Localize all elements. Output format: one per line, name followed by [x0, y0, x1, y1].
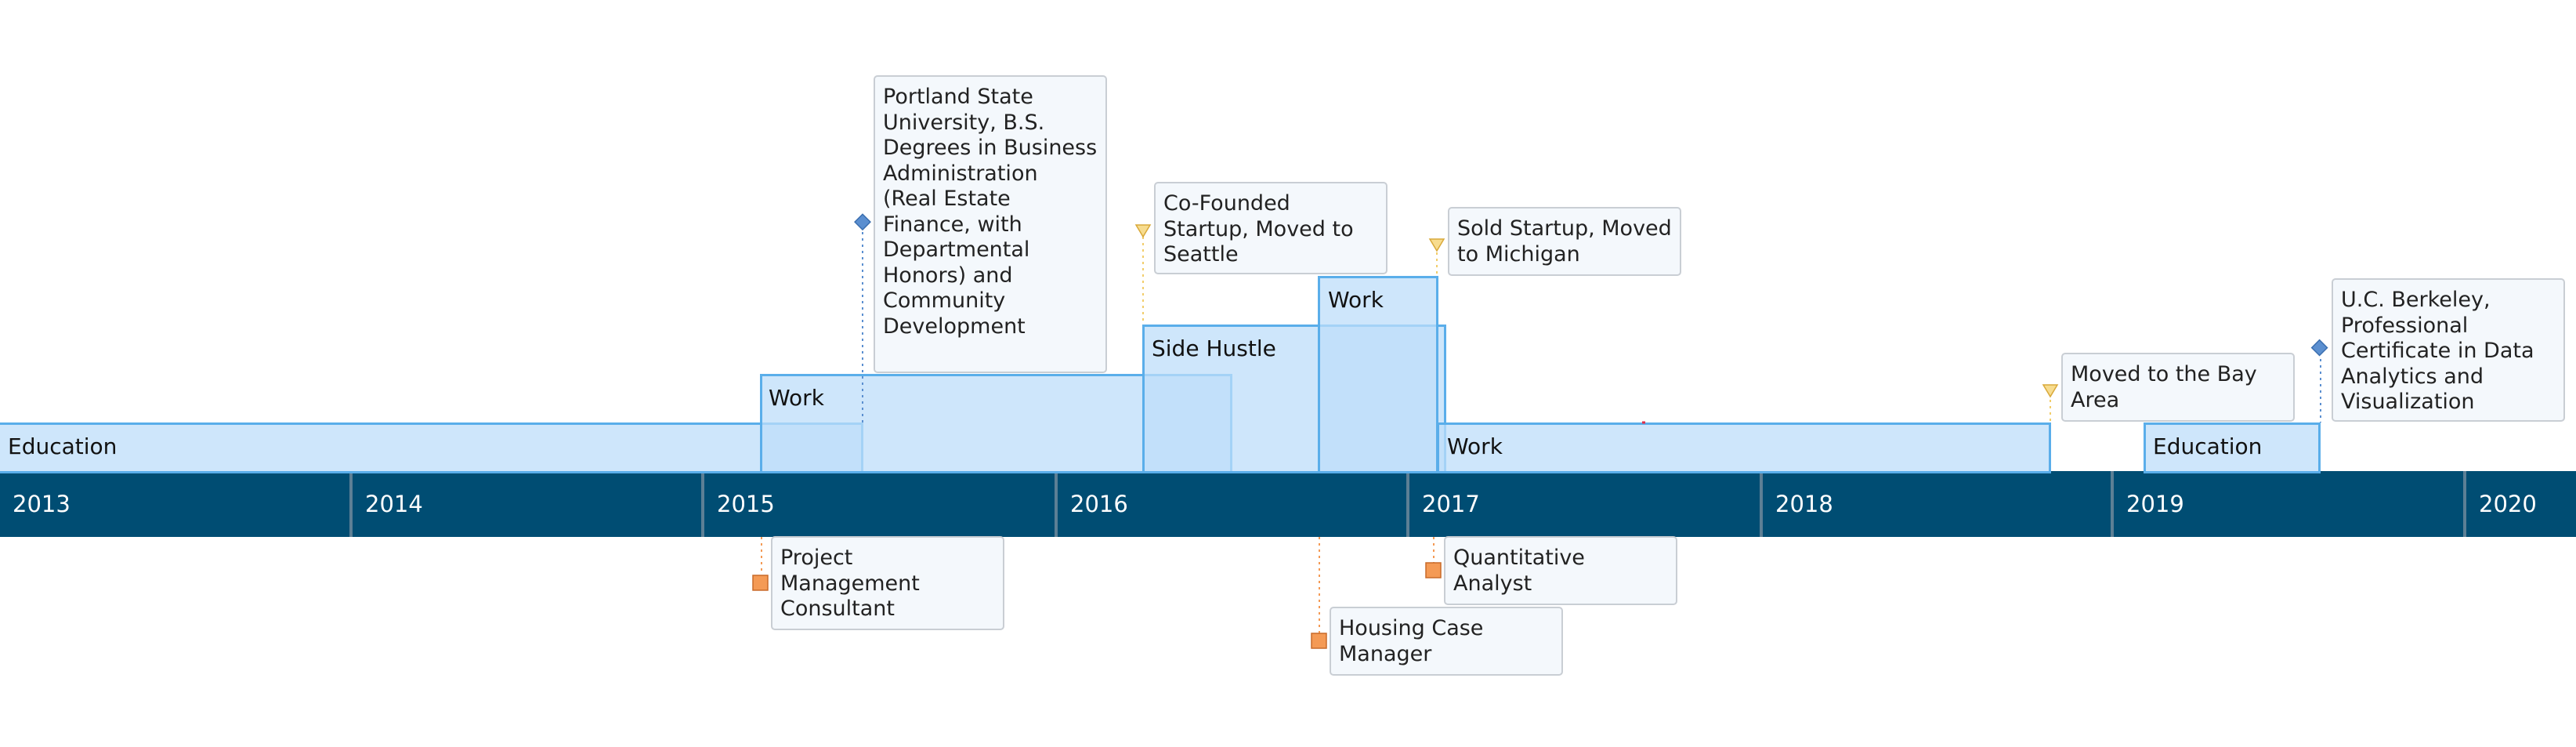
diamond-icon [2310, 339, 2328, 357]
square-icon [752, 575, 769, 591]
span-label-work-1: Work [769, 385, 824, 411]
milestone-callout-uc-berkeley[interactable]: U.C. Berkeley, Professional Certificate … [2332, 278, 2565, 422]
year-label-2018: 2018 [1775, 491, 1833, 517]
year-label-2014: 2014 [365, 491, 423, 517]
milestone-callout-bay-area[interactable]: Moved to the Bay Area [2061, 353, 2295, 422]
square-icon [1425, 562, 1442, 578]
milestone-callout-sold-startup[interactable]: Sold Startup, Moved to Michigan [1448, 207, 1681, 276]
milestone-callout-cofounded-startup[interactable]: Co-Founded Startup, Moved to Seattle [1154, 182, 1387, 274]
year-label-2019: 2019 [2126, 491, 2184, 517]
year-divider [1760, 471, 1763, 537]
year-label-2017: 2017 [1422, 491, 1480, 517]
span-bar-education-2[interactable] [2144, 422, 2321, 473]
milestone-callout-quantitative-analyst[interactable]: Quantitative Analyst [1444, 536, 1677, 605]
triangle-icon [2042, 384, 2059, 398]
span-label-education-1: Education [8, 433, 118, 459]
milestone-callout-portland-state[interactable]: Portland State University, B.S. Degrees … [874, 75, 1107, 373]
year-divider [2463, 471, 2466, 537]
span-bar-education-1[interactable] [0, 422, 863, 473]
triangle-icon [1428, 238, 1445, 252]
span-bar-work-3[interactable] [1437, 422, 2051, 473]
year-label-2015: 2015 [717, 491, 775, 517]
year-divider [1406, 471, 1409, 537]
timeline-axis [0, 471, 2576, 537]
span-label-education-2: Education [2153, 433, 2263, 459]
span-bar-work-2[interactable] [1318, 276, 1438, 473]
year-label-2020: 2020 [2479, 491, 2537, 517]
year-divider [701, 471, 704, 537]
year-label-2013: 2013 [13, 491, 71, 517]
year-label-2016: 2016 [1070, 491, 1128, 517]
milestone-callout-project-management[interactable]: Project Management Consultant [771, 536, 1004, 630]
diamond-icon [854, 213, 871, 231]
span-label-side-hustle: Side Hustle [1152, 335, 1276, 361]
year-divider [2111, 471, 2114, 537]
milestone-callout-housing-case-manager[interactable]: Housing Case Manager [1330, 607, 1563, 676]
span-label-work-3: Work [1447, 433, 1503, 459]
span-label-work-2: Work [1328, 287, 1384, 313]
square-icon [1311, 633, 1327, 649]
triangle-icon [1134, 224, 1152, 238]
year-divider [349, 471, 353, 537]
year-divider [1055, 471, 1058, 537]
